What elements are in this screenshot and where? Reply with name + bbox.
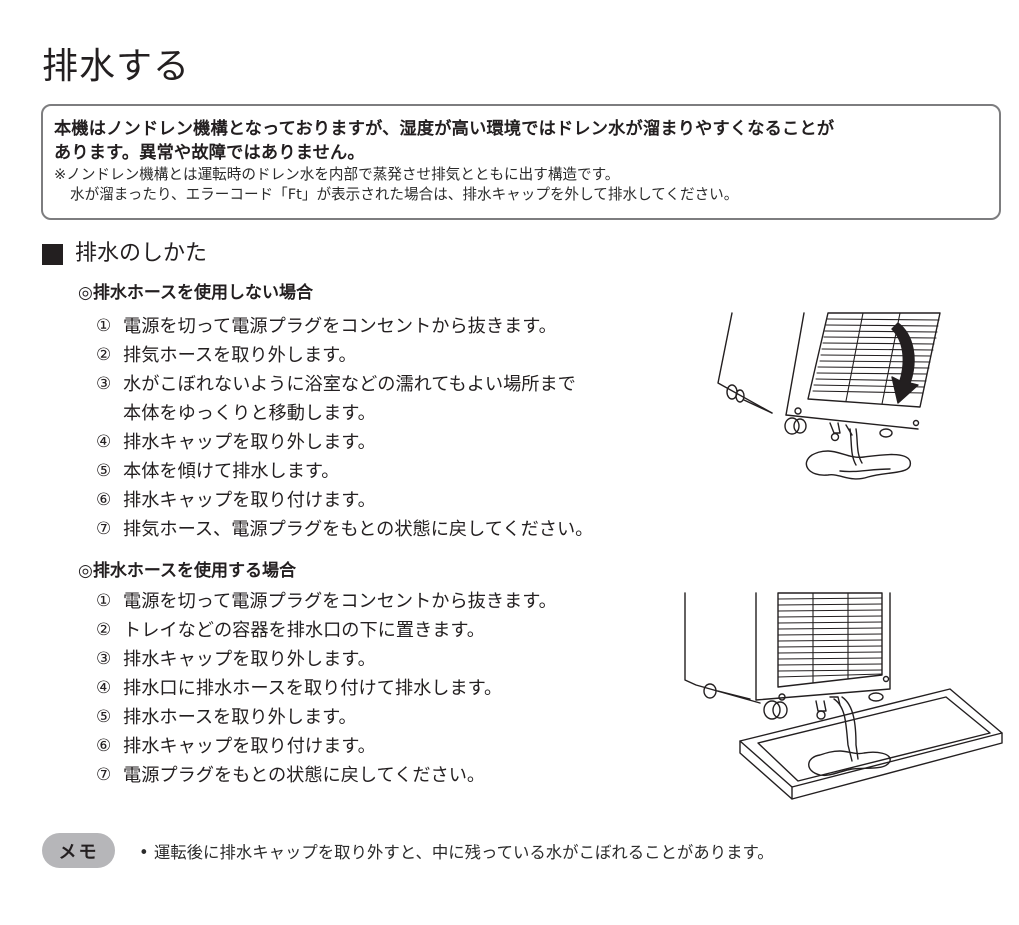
notice-note-line-1: ※ノンドレン機構とは運転時のドレン水を内部で蒸発させ排気とともに出す構造です。 xyxy=(54,166,620,183)
case-heading-no-hose: ◎排水ホースを使用しない場合 xyxy=(78,281,313,305)
unit-draining-hose-into-tray-illustration xyxy=(684,592,1003,800)
section-heading: 排水のしかた xyxy=(42,238,207,270)
black-square-icon xyxy=(42,243,63,265)
memo-text: 運転後に排水キャップを取り外すと、中に残っている水がこぼれることがあります。 xyxy=(153,842,774,862)
case-heading-text: 排水ホースを使用しない場合 xyxy=(92,283,313,303)
notice-bold-line-2: あります。異常や故障ではありません。 xyxy=(54,143,365,163)
page-title: 排水する xyxy=(42,46,191,87)
case-heading-with-hose: ◎排水ホースを使用する場合 xyxy=(78,559,296,583)
double-circle-icon: ◎ xyxy=(78,561,93,581)
case-heading-text: 排水ホースを使用する場合 xyxy=(92,561,296,581)
section-heading-text: 排水のしかた xyxy=(75,241,208,266)
double-circle-icon: ◎ xyxy=(78,283,93,303)
notice-bold-line-1: 本機はノンドレン機構となっておりますが、湿度が高い環境ではドレン水が溜まりやすく… xyxy=(54,119,835,139)
memo-text-line: • 運転後に排水キャップを取り外すと、中に残っている水がこぼれることがあります。 xyxy=(139,839,774,863)
memo-badge: メモ xyxy=(42,833,115,868)
unit-tilted-draining-onto-floor-illustration xyxy=(717,312,941,480)
notice-note-line-2: 水が溜まったり、エラーコード「Ft」が表示された場合は、排水キャップを外して排水… xyxy=(70,186,739,203)
bullet-icon: • xyxy=(139,842,149,862)
notice-callout-box: 本機はノンドレン機構となっておりますが、湿度が高い環境ではドレン水が溜まりやすく… xyxy=(41,104,1001,220)
memo-note: メモ • 運転後に排水キャップを取り外すと、中に残っている水がこぼれることがあり… xyxy=(42,833,774,868)
